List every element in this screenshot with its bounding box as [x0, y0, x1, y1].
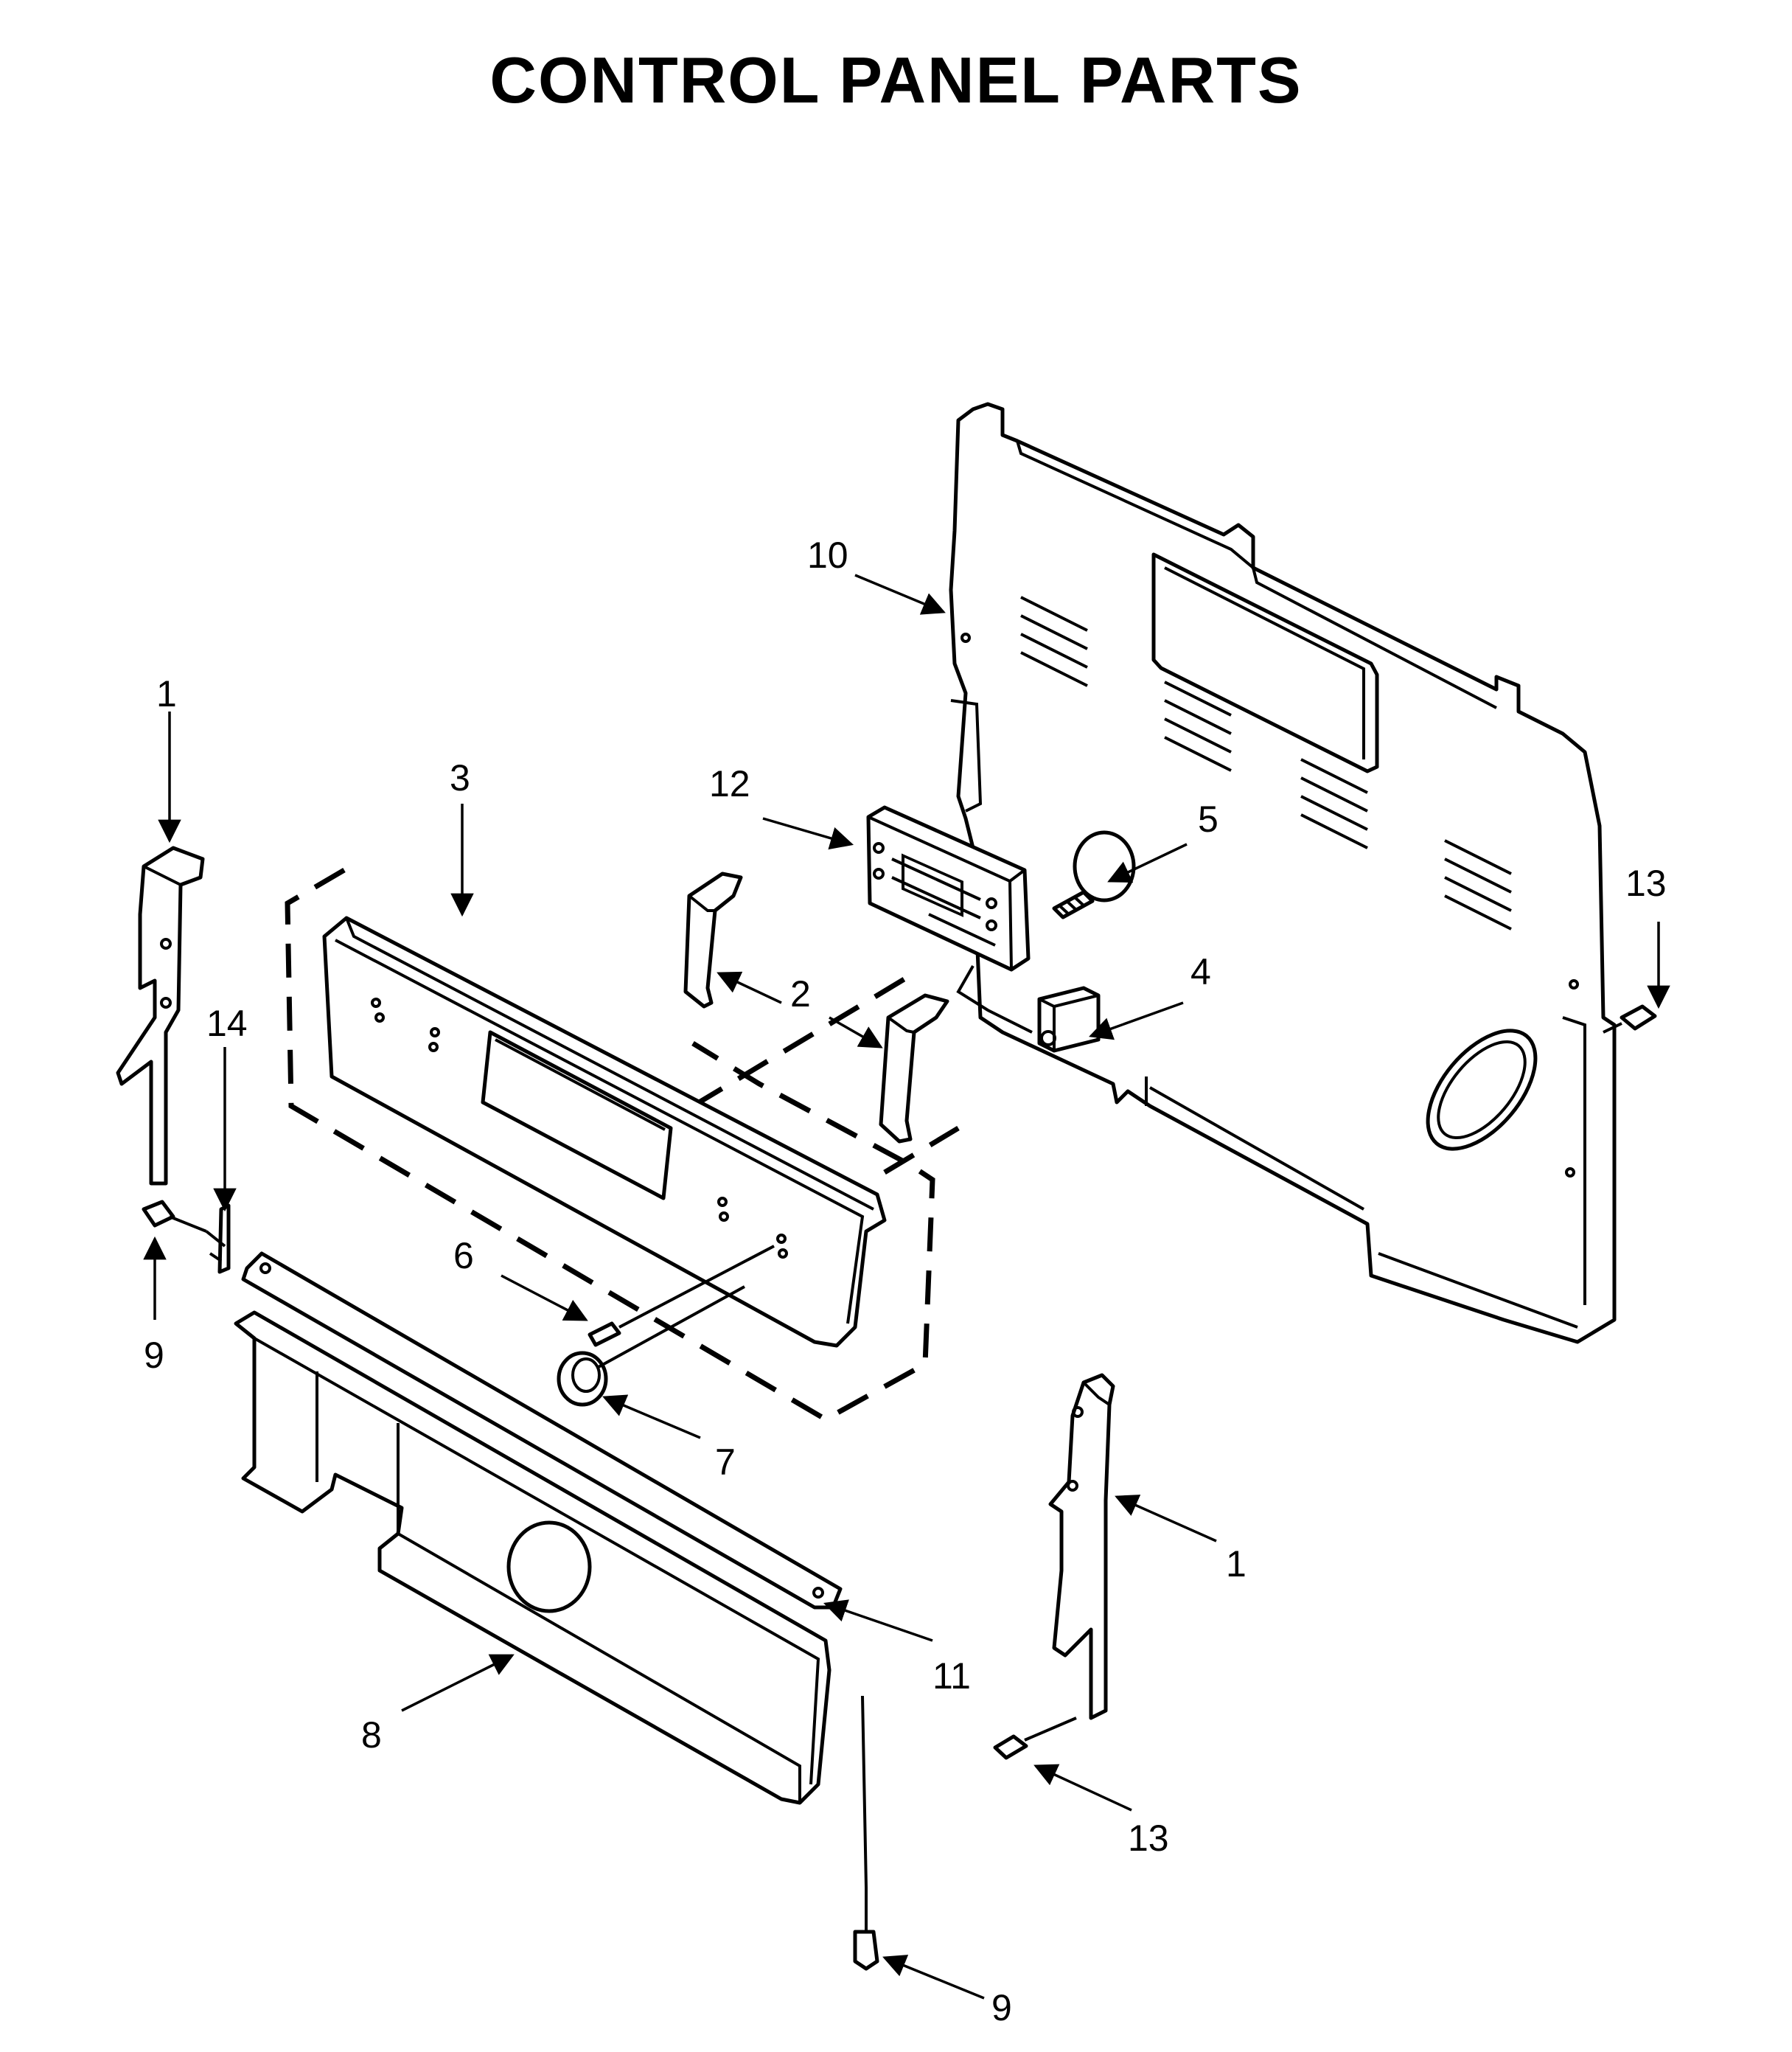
- callout-4: 4: [1190, 951, 1211, 992]
- callout-8: 8: [361, 1714, 382, 1756]
- callout-12: 12: [709, 763, 750, 804]
- callout-9-left: 9: [144, 1335, 164, 1376]
- screw-part-6: [588, 1245, 775, 1347]
- vent-group-2: [1164, 681, 1232, 772]
- control-panel-part-3: [322, 916, 887, 1348]
- callout-5: 5: [1198, 799, 1219, 840]
- vent-group-3: [1300, 758, 1368, 849]
- callout-11: 11: [932, 1655, 971, 1697]
- callout-7: 7: [715, 1441, 736, 1483]
- callout-6: 6: [453, 1235, 474, 1276]
- screw-part-9-left: [142, 1200, 207, 1233]
- rear-panel-part: [949, 402, 1617, 1344]
- leader-lines: [143, 574, 1670, 2000]
- screw-part-13-top: [1603, 1004, 1657, 1034]
- callout-1-left: 1: [156, 673, 177, 714]
- bracket-part-2-upper: [683, 872, 743, 1009]
- callout-13-bottom: 13: [1128, 1818, 1169, 1859]
- callout-10: 10: [807, 535, 848, 576]
- lower-panel-part-8: [234, 1310, 831, 1805]
- switch-part-4: [1037, 986, 1101, 1053]
- page-title: CONTROL PANEL PARTS: [489, 44, 1303, 116]
- screw-part-13-bottom: [993, 1717, 1077, 1760]
- side-bracket-part-1-right: [1048, 1373, 1115, 1720]
- callout-3: 3: [450, 757, 470, 799]
- callout-9-right: 9: [991, 1987, 1012, 2028]
- knob-part-7: [557, 1285, 745, 1407]
- callout-2: 2: [790, 973, 811, 1015]
- screw-part-5: [1052, 890, 1095, 919]
- callout-1-right: 1: [1226, 1543, 1247, 1585]
- callout-labels: 1 1 2 3 4 5 6 7 8 9 9 10 11 12 13 13 14: [144, 535, 1667, 2028]
- callout-14: 14: [206, 1003, 248, 1044]
- vent-group-4: [1444, 839, 1512, 931]
- bracket-part-2-lower: [879, 993, 949, 1144]
- callout-13-top: 13: [1625, 863, 1667, 904]
- clip-part-14: [205, 1203, 231, 1274]
- control-panel-dashed-outline: [285, 867, 935, 1423]
- control-board-part: [866, 805, 1033, 1034]
- screw-part-9-right: [853, 1695, 879, 1971]
- vent-group-1: [1020, 596, 1088, 687]
- side-bracket-part-1-left: [116, 846, 205, 1186]
